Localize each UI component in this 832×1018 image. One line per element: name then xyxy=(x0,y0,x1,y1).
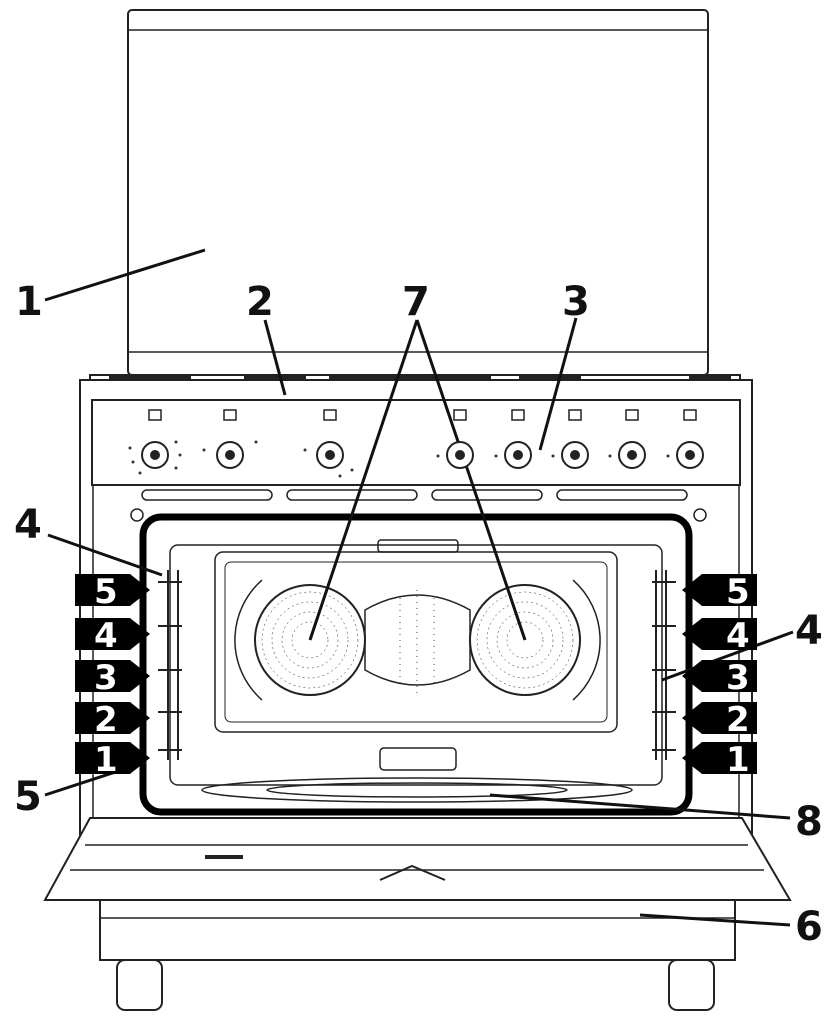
control-panel xyxy=(91,399,741,486)
callout-6: 6 xyxy=(795,904,823,950)
shelf-label-right-4: 4 xyxy=(726,616,750,656)
knob-5 xyxy=(504,409,532,469)
shelf-tags-left: 5 4 3 2 1 xyxy=(75,572,150,780)
knob-2 xyxy=(216,409,244,469)
shelf-label-left-1: 1 xyxy=(94,740,118,780)
cavity-center-panel xyxy=(364,594,471,686)
knob-1 xyxy=(141,409,169,469)
callout-3: 3 xyxy=(562,279,590,325)
callout-4-right: 4 xyxy=(795,608,823,654)
callout-2: 2 xyxy=(246,279,274,325)
knob-4 xyxy=(446,409,474,469)
bottom-heater xyxy=(201,777,633,803)
right-foot xyxy=(668,959,715,1011)
knob-3 xyxy=(316,409,344,469)
shelf-label-right-1: 1 xyxy=(726,740,750,780)
callout-7: 7 xyxy=(402,279,430,325)
control-knobs xyxy=(141,409,704,469)
leader-lines xyxy=(44,248,794,927)
shelf-tags-right: 5 4 3 2 1 xyxy=(682,572,757,780)
shelf-label-right-2: 2 xyxy=(726,700,750,740)
vent-slots xyxy=(141,489,688,501)
shelf-runners-right xyxy=(652,570,676,760)
shelf-label-left-3: 3 xyxy=(94,658,118,698)
callout-8: 8 xyxy=(795,799,823,845)
knob-6 xyxy=(561,409,589,469)
oven-door xyxy=(43,817,792,961)
shelf-runners-left xyxy=(158,570,182,760)
shelf-label-left-4: 4 xyxy=(94,616,118,656)
shelf-label-left-5: 5 xyxy=(94,572,118,612)
shelf-label-right-5: 5 xyxy=(726,572,750,612)
callout-labels: 1 2 7 3 4 4 5 8 6 xyxy=(14,279,823,950)
oven-door-gasket xyxy=(139,513,693,816)
shelf-label-right-3: 3 xyxy=(726,658,750,698)
callout-4-left: 4 xyxy=(14,502,42,548)
shelf-label-left-2: 2 xyxy=(94,700,118,740)
callout-5: 5 xyxy=(14,774,42,820)
callout-1: 1 xyxy=(15,279,43,325)
glass-lid xyxy=(127,9,709,376)
oven-cavity xyxy=(169,544,663,786)
knob-7 xyxy=(618,409,646,469)
knob-8 xyxy=(676,409,704,469)
knob-scale-dots xyxy=(128,440,670,478)
left-foot xyxy=(116,959,163,1011)
